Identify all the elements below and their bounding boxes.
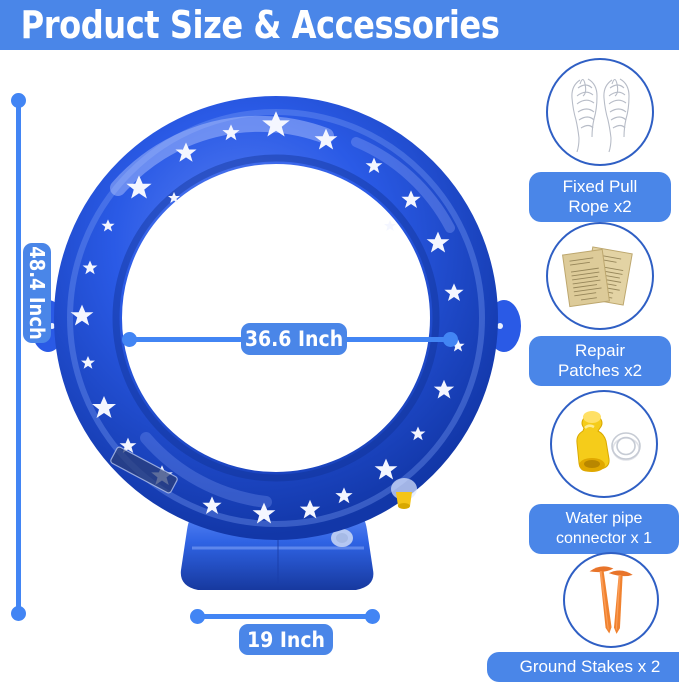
ring-star-decals — [70, 111, 465, 524]
accessory-ground-stakes: Ground Stakes x 2 — [487, 552, 679, 682]
product-illustration — [26, 78, 526, 608]
accessory-icon-frame — [563, 552, 659, 648]
accessory-repair-patches: Repair Patches x2 — [529, 222, 671, 386]
base-width-endpoint-right — [365, 609, 380, 624]
base-width-dimension-label: 19 Inch — [239, 624, 333, 655]
ring-water-connector — [391, 478, 417, 509]
inner-diameter-endpoint-left — [122, 332, 137, 347]
accessory-label-fixed-pull-rope: Fixed Pull Rope x2 — [529, 172, 671, 222]
inner-diameter-dimension-label: 36.6 Inch — [241, 323, 347, 355]
coiled-rope-icon — [571, 78, 630, 153]
repair-patch-icon — [562, 246, 633, 308]
accessory-label-line1: Fixed Pull — [562, 177, 638, 196]
accessory-water-pipe-connector: Water pipe connector x 1 — [529, 390, 679, 554]
accessory-label-water-pipe-connector: Water pipe connector x 1 — [529, 504, 679, 554]
ground-stake-icon — [589, 566, 633, 634]
height-dimension-label: 48.4 Inch — [23, 243, 51, 343]
height-dimension-endpoint-top — [11, 93, 26, 108]
accessory-label-line2: Rope x2 — [568, 197, 632, 216]
page-title: Product Size & Accessories — [20, 3, 500, 47]
accessory-fixed-pull-rope: Fixed Pull Rope x2 — [529, 58, 671, 222]
height-dimension-endpoint-bottom — [11, 606, 26, 621]
yellow-connector — [576, 411, 610, 472]
accessory-label-line1: Repair — [574, 341, 626, 360]
base-width-dimension-line — [196, 614, 372, 619]
accessory-label-line1: Ground Stakes x 2 — [519, 657, 661, 676]
inner-diameter-endpoint-right — [443, 332, 458, 347]
washer-ring — [611, 432, 641, 461]
accessory-icon-frame — [546, 222, 654, 330]
accessory-label-ground-stakes: Ground Stakes x 2 — [487, 652, 679, 682]
accessory-label-line1: Water pipe — [565, 510, 643, 527]
ring-label-patch — [110, 446, 178, 494]
accessory-label-line2: connector x 1 — [555, 530, 653, 547]
height-dimension-line — [16, 100, 21, 613]
accessory-label-repair-patches: Repair Patches x2 — [529, 336, 671, 386]
water-connector-icon — [576, 411, 641, 472]
accessory-icon-frame — [546, 58, 654, 166]
accessory-label-line2: Patches x2 — [557, 361, 643, 380]
header-bar: Product Size & Accessories — [0, 0, 679, 50]
base-width-endpoint-left — [190, 609, 205, 624]
accessory-icon-frame — [550, 390, 658, 498]
